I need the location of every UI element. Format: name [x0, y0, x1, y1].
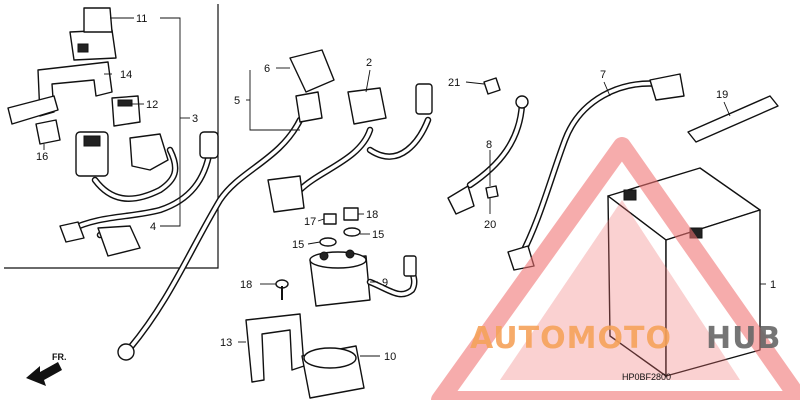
starter-relay-9: [309, 249, 418, 307]
starter-cable-5: [117, 49, 335, 361]
label-18a: 17: [304, 216, 316, 228]
label-8: 8: [486, 139, 492, 151]
label-10: 10: [384, 351, 396, 363]
cable-2: [267, 83, 433, 213]
relay-11: [69, 7, 117, 61]
washer-15b: [343, 227, 361, 237]
ground-cable-8: [447, 95, 529, 215]
washer-15a: [319, 237, 337, 247]
label-14: 14: [120, 69, 132, 81]
label-17: 18: [240, 279, 252, 291]
battery-cable-7: [507, 73, 685, 271]
label-1: 1: [770, 279, 776, 291]
bolt-21: [483, 77, 501, 95]
wire-harness-3: [59, 131, 219, 257]
front-arrow-label: FR.: [52, 352, 67, 362]
label-3: 3: [192, 113, 198, 125]
label-9: 9: [382, 277, 388, 289]
nut-18a: [323, 213, 337, 225]
bolt-20: [485, 185, 499, 199]
watermark-text-1: AUTOMOTO: [470, 321, 672, 356]
leader-lines: [43, 17, 766, 357]
label-20: 20: [484, 219, 496, 231]
label-16: 16: [36, 151, 48, 163]
label-19: 19: [716, 89, 728, 101]
label-12: 12: [146, 99, 158, 111]
bolt-17: [275, 279, 289, 300]
label-11: 11: [136, 13, 147, 25]
label-18b: 18: [366, 209, 378, 221]
label-7: 7: [600, 69, 606, 81]
label-2: 2: [366, 57, 372, 69]
battery-strap-19: [687, 95, 779, 143]
label-4: 4: [150, 221, 156, 233]
rubber-10: [301, 345, 365, 399]
fuse-12: [111, 95, 141, 127]
bracket-14: [7, 61, 113, 125]
front-arrow: FR.: [26, 352, 67, 386]
watermark-logo: [431, 137, 800, 400]
nut-18b: [343, 207, 359, 221]
watermark-text-2: HUB: [706, 321, 781, 356]
label-21: 21: [448, 77, 460, 89]
label-6: 6: [264, 63, 270, 75]
diagram-code: HP0BF2800: [622, 372, 671, 382]
clip-16: [35, 119, 61, 145]
bracket-13: [245, 313, 305, 383]
inset-frame: [4, 4, 219, 269]
label-5: 5: [234, 95, 240, 107]
label-15a: 15: [292, 239, 304, 251]
label-13: 13: [220, 337, 232, 349]
label-15b: 15: [372, 229, 384, 241]
